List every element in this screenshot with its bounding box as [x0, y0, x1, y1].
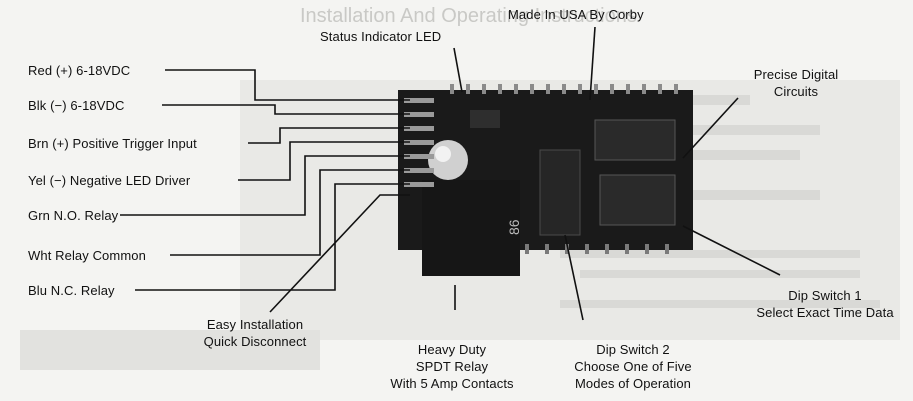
- board-marking: 86: [506, 219, 522, 235]
- wire-label-white: Wht Relay Common: [28, 247, 146, 264]
- wire-label-blue: Blu N.C. Relay: [28, 282, 115, 299]
- easy-installation-label: Easy Installation Quick Disconnect: [180, 316, 330, 350]
- wire-label-brown: Brn (+) Positive Trigger Input: [28, 135, 197, 152]
- made-in-usa-label: Made In USA By Corby: [508, 6, 644, 23]
- status-indicator-label: Status Indicator LED: [320, 28, 441, 45]
- precise-circuits-label: Precise Digital Circuits: [736, 66, 856, 100]
- dip-switch-1-label: Dip Switch 1 Select Exact Time Data: [740, 287, 910, 321]
- wire-label-black: Blk (−) 6-18VDC: [28, 97, 125, 114]
- wire-label-green: Grn N.O. Relay: [28, 207, 118, 224]
- circuit-board: [398, 84, 693, 276]
- wire-label-yellow: Yel (−) Negative LED Driver: [28, 172, 190, 189]
- wire-label-red: Red (+) 6-18VDC: [28, 62, 130, 79]
- dip-switch-2-label: Dip Switch 2 Choose One of Five Modes of…: [548, 341, 718, 392]
- relay-label: Heavy Duty SPDT Relay With 5 Amp Contact…: [372, 341, 532, 392]
